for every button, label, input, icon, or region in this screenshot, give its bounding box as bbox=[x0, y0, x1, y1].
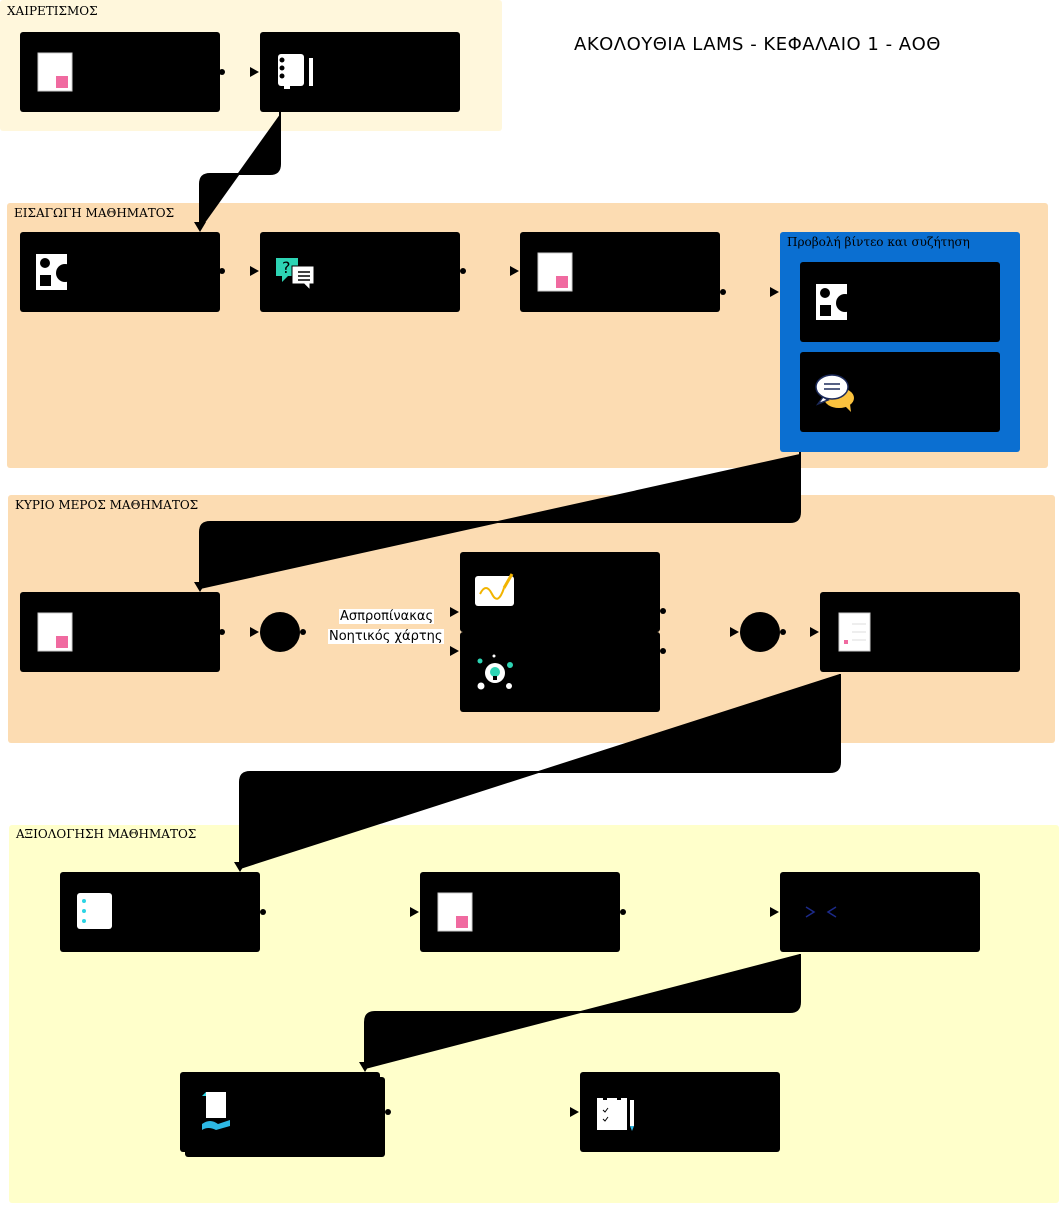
branch-label-whiteboard: Ασπροπίνακας bbox=[339, 609, 435, 624]
activity-shapes-intro[interactable] bbox=[20, 232, 220, 312]
output-port[interactable] bbox=[219, 268, 225, 274]
group-label: Προβολή βίντεο και συζήτηση bbox=[787, 235, 970, 249]
section-main-label: ΚΥΡΙΟ ΜΕΡΟΣ ΜΑΘΗΜΑΤΟΣ bbox=[15, 498, 199, 512]
shapes-icon bbox=[36, 254, 74, 290]
activity-noticeboard-intro[interactable] bbox=[520, 232, 720, 312]
activity-mindmap[interactable] bbox=[460, 632, 660, 712]
section-intro-label: ΕΙΣΑΓΩΓΗ ΜΑΘΗΜΑΤΟΣ bbox=[14, 206, 175, 220]
output-port[interactable] bbox=[260, 909, 266, 915]
shapes-icon bbox=[816, 284, 854, 320]
input-arrow bbox=[250, 67, 259, 77]
branching-end[interactable] bbox=[740, 612, 780, 652]
input-arrow bbox=[730, 627, 739, 637]
transition-arrowhead bbox=[234, 862, 246, 872]
activity-shapes-video[interactable] bbox=[800, 262, 1000, 342]
noticeboard-icon bbox=[37, 612, 73, 652]
input-arrow bbox=[450, 607, 459, 617]
section-assessment-label: ΑΞΙΟΛΟΓΗΣΗ ΜΑΘΗΜΑΤΟΣ bbox=[16, 827, 197, 841]
input-arrow bbox=[250, 266, 259, 276]
document-icon bbox=[838, 612, 871, 652]
activity-noticeboard-assessment[interactable] bbox=[420, 872, 620, 952]
input-arrow bbox=[410, 907, 419, 917]
output-port[interactable] bbox=[219, 629, 225, 635]
activity-qa[interactable]: ? bbox=[260, 232, 460, 312]
input-arrow bbox=[510, 266, 519, 276]
transition-fill bbox=[200, 116, 280, 228]
notebook-icon bbox=[597, 1096, 634, 1131]
output-port[interactable] bbox=[219, 69, 225, 75]
transition-arrowhead bbox=[359, 1062, 371, 1072]
input-arrow bbox=[810, 627, 819, 637]
output-port[interactable] bbox=[660, 648, 666, 654]
output-port[interactable] bbox=[620, 909, 626, 915]
branch-label-mindmap: Νοητικός χάρτης bbox=[328, 629, 444, 644]
branching-start[interactable] bbox=[260, 612, 300, 652]
mindmap-icon bbox=[477, 654, 513, 690]
output-port[interactable] bbox=[385, 1109, 391, 1115]
activity-notebook[interactable] bbox=[580, 1072, 780, 1152]
noticeboard-icon bbox=[437, 892, 473, 932]
output-port[interactable] bbox=[460, 268, 466, 274]
activity-submit-files[interactable] bbox=[180, 1072, 380, 1152]
transition-arrowhead bbox=[194, 222, 206, 232]
noticeboard-icon bbox=[37, 52, 73, 92]
code-icon bbox=[805, 906, 837, 918]
activity-code[interactable] bbox=[780, 872, 980, 952]
input-arrow bbox=[250, 627, 259, 637]
input-arrow bbox=[770, 287, 779, 297]
activity-chat[interactable] bbox=[800, 352, 1000, 432]
output-port[interactable] bbox=[780, 629, 786, 635]
activity-share-resources[interactable] bbox=[260, 32, 460, 112]
svg-text:?: ? bbox=[282, 258, 291, 277]
activity-noticeboard-greeting[interactable] bbox=[20, 32, 220, 112]
transition-arrowhead bbox=[194, 582, 206, 592]
output-port[interactable] bbox=[720, 289, 726, 295]
list-icon bbox=[77, 893, 112, 929]
whiteboard-icon bbox=[475, 573, 514, 606]
input-arrow bbox=[450, 646, 459, 656]
transition-fill bbox=[200, 455, 800, 588]
page-title: ΑΚΟΛΟΥΘΙΑ LAMS - ΚΕΦΑΛΑΙΟ 1 - ΑΟΘ bbox=[574, 34, 941, 55]
output-port[interactable] bbox=[660, 608, 666, 614]
activity-whiteboard[interactable] bbox=[460, 552, 660, 632]
chat-icon bbox=[815, 374, 854, 412]
qa-icon: ? bbox=[276, 258, 315, 292]
input-arrow bbox=[570, 1107, 579, 1117]
section-greeting-label: ΧΑΙΡΕΤΙΣΜΟΣ bbox=[7, 4, 98, 18]
submit-files-icon bbox=[202, 1092, 230, 1130]
share-resources-icon bbox=[278, 54, 313, 89]
activity-list[interactable] bbox=[60, 872, 260, 952]
activity-noticeboard-main[interactable] bbox=[20, 592, 220, 672]
transition-fill bbox=[365, 955, 800, 1068]
transition-fill bbox=[240, 675, 840, 868]
activity-document[interactable] bbox=[820, 592, 1020, 672]
output-port[interactable] bbox=[300, 629, 306, 635]
input-arrow bbox=[770, 907, 779, 917]
noticeboard-icon bbox=[537, 252, 573, 292]
